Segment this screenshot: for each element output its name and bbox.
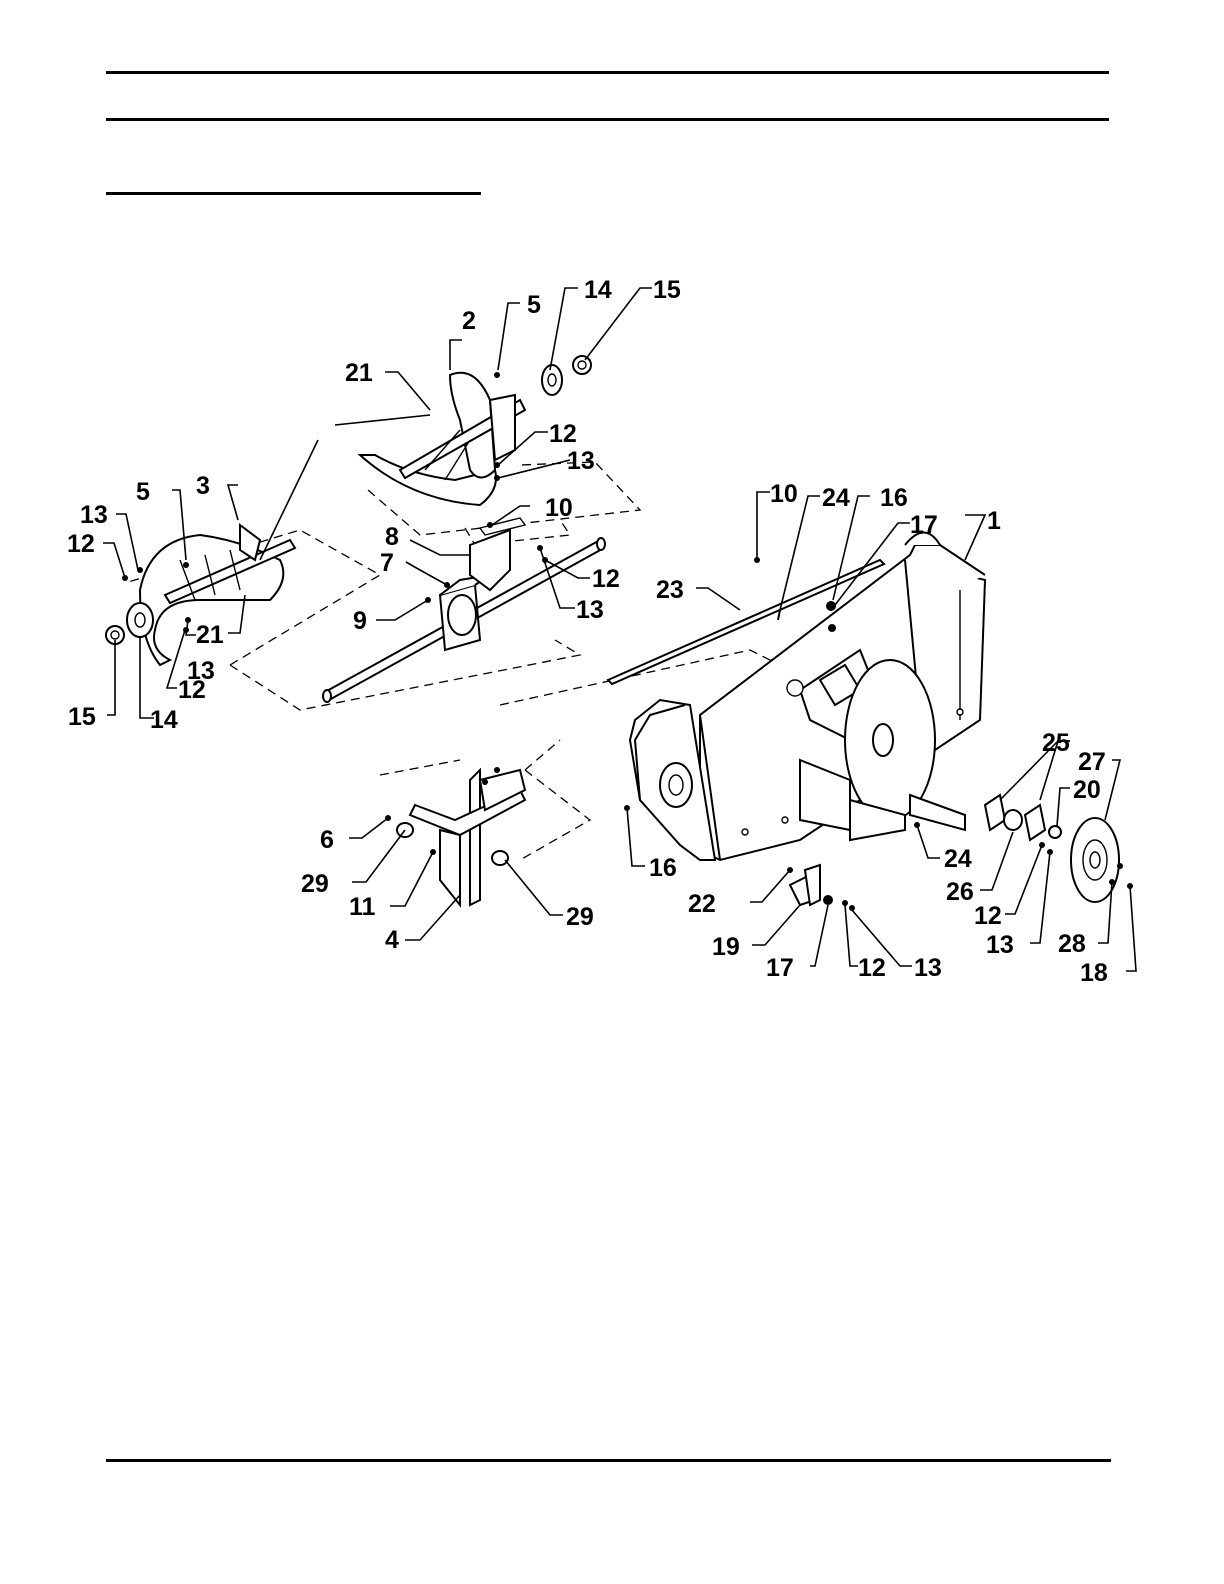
callout-6: 6	[320, 826, 334, 854]
callout-9: 9	[353, 607, 367, 635]
callout-24-top: 24	[822, 484, 850, 512]
callout-11: 11	[349, 893, 376, 921]
callout-13-f: 13	[914, 954, 942, 982]
callout-17-bottom: 17	[766, 954, 794, 982]
callout-14-right: 14	[584, 276, 612, 304]
callout-5-right: 5	[527, 291, 541, 319]
callout-15-right: 15	[653, 276, 681, 304]
callout-5-left: 5	[136, 478, 150, 506]
callout-13-e: 13	[986, 931, 1014, 959]
callout-10-housing: 10	[770, 480, 798, 508]
callout-12-e: 12	[974, 902, 1002, 930]
callout-13-d: 13	[187, 657, 215, 685]
callout-8: 8	[385, 523, 399, 551]
callout-24-bottom: 24	[944, 845, 972, 873]
callout-29-right: 29	[566, 903, 594, 931]
pulley-assembly	[985, 795, 1119, 902]
callout-19: 19	[712, 933, 740, 961]
callout-15-left: 15	[68, 703, 96, 731]
callout-1: 1	[987, 507, 1001, 535]
callout-10-gearbox: 10	[545, 494, 573, 522]
callout-21-top: 21	[345, 359, 373, 387]
callout-22: 22	[688, 890, 716, 918]
callout-16-bottom: 16	[649, 854, 677, 882]
callout-12-c: 12	[592, 565, 620, 593]
callout-4: 4	[385, 926, 399, 954]
callout-2: 2	[462, 307, 476, 335]
skid-shoe	[790, 865, 820, 905]
callout-12-f: 12	[858, 954, 886, 982]
callout-12-b: 12	[67, 530, 95, 558]
callout-14-left: 14	[150, 706, 178, 734]
callout-20: 20	[1073, 776, 1101, 804]
callout-26: 26	[946, 878, 974, 906]
callout-13-a: 13	[567, 447, 595, 475]
callout-17-top: 17	[910, 511, 938, 539]
callout-27: 27	[1078, 748, 1106, 776]
bearing-right	[542, 356, 591, 395]
auger-right	[360, 373, 525, 505]
callout-12-a: 12	[549, 420, 577, 448]
callout-18: 18	[1080, 959, 1108, 987]
callout-3: 3	[196, 472, 210, 500]
callout-25: 25	[1042, 729, 1070, 757]
callout-29-left: 29	[301, 870, 329, 898]
callout-16-top: 16	[880, 484, 908, 512]
callout-21-bottom: 21	[196, 621, 224, 649]
callout-13-c: 13	[576, 596, 604, 624]
callout-7: 7	[380, 549, 394, 577]
callout-28: 28	[1058, 930, 1086, 958]
callout-13-b: 13	[80, 501, 108, 529]
callout-23: 23	[656, 576, 684, 604]
